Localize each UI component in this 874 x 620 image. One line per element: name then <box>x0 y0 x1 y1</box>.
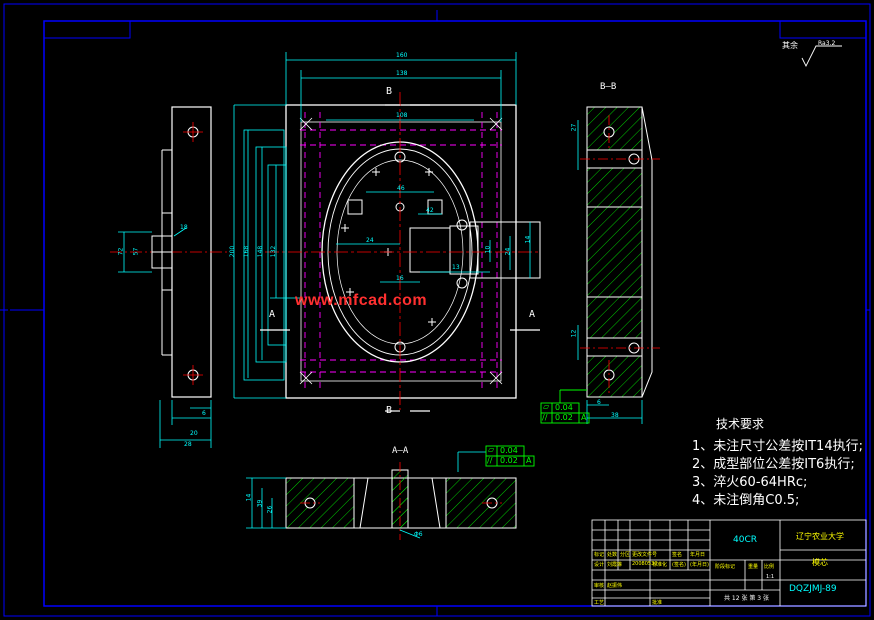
tb-row2-label-1: 设计 <box>594 562 605 568</box>
tb-scale: 1:1 <box>766 574 775 580</box>
tb-row2-label-4: 标准化 <box>652 562 668 568</box>
tol-aa-datum: A <box>526 456 532 465</box>
title-block <box>591 519 867 607</box>
dim-148: 148 <box>257 245 265 258</box>
drawing-border-inner <box>43 20 867 607</box>
aa-section-view <box>246 451 517 540</box>
tech-req-item-3: 3、淬火60-64HRc; <box>692 475 808 490</box>
dim-42: 42 <box>426 207 434 214</box>
tb-row2-label-3: 20080530 <box>632 561 658 567</box>
tol-bb-symbol-1: ▱ <box>543 402 550 411</box>
watermark-text: www.mfcad.com <box>295 292 428 309</box>
dim-right-24: 24 <box>504 247 512 256</box>
dim-57: 57 <box>132 247 140 256</box>
tb-row2-label-6: (年月日) <box>690 562 709 568</box>
tolerance-frame-aa <box>485 445 535 467</box>
dim-28: 28 <box>184 441 192 448</box>
section-title-aa: A—A <box>392 446 409 456</box>
tolerance-frame-bb <box>540 389 590 424</box>
dim-24: 24 <box>366 237 374 244</box>
dim-20: 20 <box>190 430 198 437</box>
tb-part-name: 模芯 <box>812 558 828 567</box>
dim-200: 200 <box>229 245 237 258</box>
roughness-label: 其余 <box>782 41 798 50</box>
tb-material: 40CR <box>733 535 757 545</box>
dim-138: 138 <box>396 70 408 77</box>
tb-row5-label-2: 批准 <box>652 600 663 606</box>
bb-section-view <box>577 106 660 424</box>
tol-bb-value-1: 0.04 <box>555 403 573 412</box>
tol-aa-symbol-2: // <box>487 456 493 465</box>
section-label-b-top: B <box>386 86 393 97</box>
tol-bb-datum: A <box>581 413 587 422</box>
dim-46: 46 <box>397 185 405 192</box>
tol-aa-symbol-1: ▱ <box>488 445 495 454</box>
tb-row3-label-3: 比例 <box>764 564 775 570</box>
dim-160: 160 <box>396 52 408 59</box>
tb-row4-label-2: 赵振伟 <box>607 583 623 589</box>
dim-16: 16 <box>396 275 404 282</box>
tol-aa-value-1: 0.04 <box>500 446 518 455</box>
roughness-symbol <box>801 45 842 68</box>
tb-row3-label-2: 重量 <box>748 564 759 570</box>
dim-13: 13 <box>452 264 460 271</box>
roughness-value: Ra3.2 <box>818 40 836 47</box>
dim-bb-27: 27 <box>570 123 578 132</box>
tb-row1-label-1: 标记 <box>594 552 605 558</box>
dim-108: 108 <box>396 112 408 119</box>
dim-right-10: 10 <box>484 245 492 254</box>
dim-bb-6: 6 <box>597 399 601 406</box>
tb-school: 辽宁农业大学 <box>796 532 844 541</box>
tb-row2-label-2: 刘霞琳 <box>607 562 623 568</box>
tb-row2-label-5: (签名) <box>672 562 686 568</box>
dim-aa-26: 26 <box>266 505 274 514</box>
tb-row1-label-3: 分区 <box>620 552 631 558</box>
dim-bb-38: 38 <box>611 412 619 419</box>
dim-72: 72 <box>117 247 125 256</box>
tb-row1-label-4: 更改文件号 <box>632 552 658 558</box>
dim-aa-39: 39 <box>256 499 264 508</box>
tb-sheet: 共 12 张 第 3 张 <box>724 595 769 602</box>
tb-row5-label-1: 工艺 <box>594 600 605 606</box>
tb-row3-label-1: 阶段标记 <box>715 564 736 570</box>
left-side-view <box>110 106 230 448</box>
dim-168: 168 <box>243 245 251 258</box>
tech-req-item-2: 2、成型部位公差按IT6执行; <box>692 457 855 472</box>
tb-row4-label-1: 审核 <box>594 583 605 589</box>
dim-6: 6 <box>202 410 206 417</box>
section-label-a-right: A <box>529 309 536 320</box>
dim-aa-phi: Φ6 <box>414 531 423 538</box>
top-left-label-box <box>43 20 131 39</box>
section-label-b-bottom: B <box>386 405 393 416</box>
tb-row1-label-6: 年月日 <box>690 552 706 558</box>
tech-req-item-4: 4、未注倒角C0.5; <box>692 493 800 508</box>
section-label-a-left: A <box>269 309 276 320</box>
tech-req-item-1: 1、未注尺寸公差按IT14执行; <box>692 439 863 454</box>
tol-bb-value-2: 0.02 <box>555 413 573 422</box>
tech-req-title: 技术要求 <box>716 417 765 431</box>
main-front-view <box>233 52 541 412</box>
tol-bb-symbol-2: // <box>542 413 548 422</box>
section-title-bb: B—B <box>600 82 617 92</box>
dim-18: 18 <box>180 224 188 231</box>
tol-aa-value-2: 0.02 <box>500 456 518 465</box>
tb-row1-label-5: 签名 <box>672 552 683 558</box>
dim-132: 132 <box>270 245 278 258</box>
dim-aa-14: 14 <box>245 493 253 502</box>
tb-row1-label-2: 处数 <box>607 552 618 558</box>
top-right-label-box <box>779 20 867 39</box>
tb-drawing-no: DQZJMJ-89 <box>789 584 837 594</box>
dim-right-14: 14 <box>524 235 532 244</box>
dim-bb-12: 12 <box>570 329 578 338</box>
